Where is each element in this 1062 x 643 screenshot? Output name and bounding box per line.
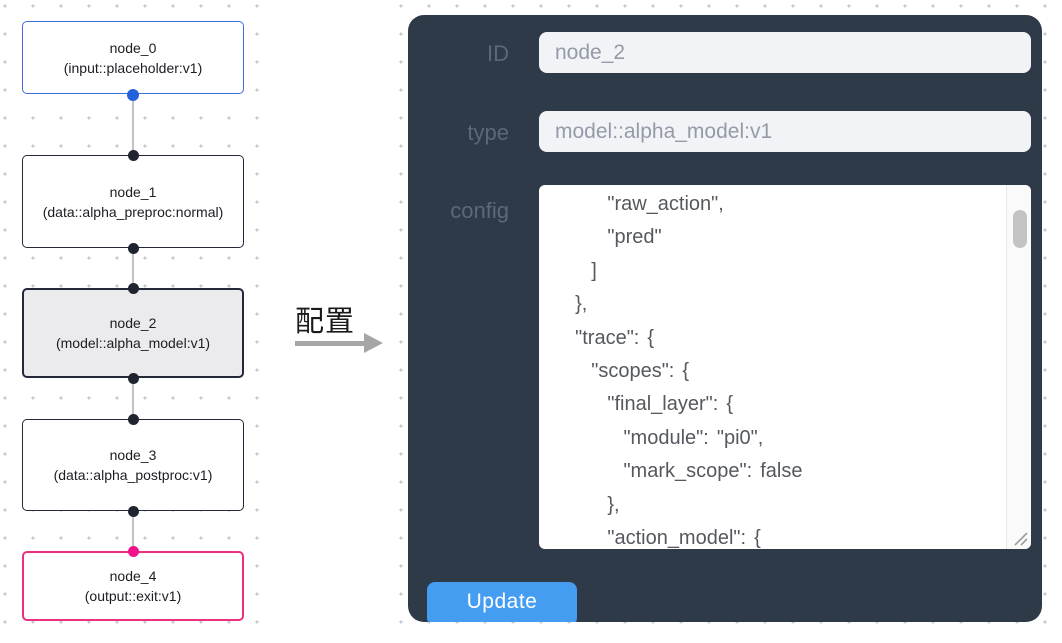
id-input[interactable] [539, 32, 1031, 73]
update-button[interactable]: Update [427, 582, 577, 622]
right-arrow-icon [364, 333, 383, 353]
config-scrollbar-thumb[interactable] [1012, 210, 1027, 248]
node-subtitle: (data::alpha_postproc:v1) [53, 467, 213, 483]
node-subtitle: (output::exit:v1) [84, 588, 182, 604]
flow-canvas[interactable]: node_0 (input::placeholder:v1) node_1 (d… [0, 0, 281, 643]
connection-handle-node4-top[interactable] [127, 545, 139, 557]
config-field-label: config [450, 198, 509, 223]
id-field-label: ID [487, 41, 509, 66]
edge-node1-node2 [132, 248, 134, 288]
edge-node2-node3 [132, 378, 134, 419]
type-input[interactable] [539, 111, 1031, 152]
node-config-panel: ID type config "raw_action", "pred" ] },… [408, 15, 1042, 622]
connection-handle-node3-top[interactable] [127, 413, 139, 425]
flow-node-model-selected[interactable]: node_2 (model::alpha_model:v1) [22, 288, 244, 378]
node-subtitle: (input::placeholder:v1) [63, 59, 203, 76]
connection-handle-node1-top[interactable] [127, 149, 139, 161]
flow-node-preproc[interactable]: node_1 (data::alpha_preproc:normal) [22, 155, 244, 248]
type-field-label: type [467, 120, 509, 145]
configure-annotation-label: 配置 [295, 306, 356, 338]
connection-handle-node1-bottom[interactable] [127, 242, 139, 254]
edge-node0-node1 [132, 94, 134, 155]
flow-node-output[interactable]: node_4 (output::exit:v1) [22, 551, 244, 621]
edge-node3-node4 [132, 511, 134, 551]
node-title: node_1 [109, 183, 157, 200]
node-title: node_4 [109, 568, 157, 584]
config-textarea[interactable]: "raw_action", "pred" ] }, "trace": { "sc… [539, 185, 1031, 549]
right-arrow-shaft [295, 341, 366, 346]
connection-handle-node2-bottom[interactable] [127, 372, 139, 384]
node-subtitle: (model::alpha_model:v1) [55, 335, 211, 351]
connection-handle-node2-top[interactable] [127, 282, 139, 294]
config-json-content: "raw_action", "pred" ] }, "trace": { "sc… [575, 193, 803, 549]
config-scrollbar-track[interactable] [1006, 185, 1031, 549]
node-title: node_0 [109, 39, 157, 56]
node-title: node_2 [109, 315, 157, 331]
flow-node-input[interactable]: node_0 (input::placeholder:v1) [22, 21, 244, 94]
node-title: node_3 [109, 447, 157, 463]
connection-handle-node0-bottom[interactable] [127, 88, 139, 101]
node-subtitle: (data::alpha_preproc:normal) [42, 203, 224, 220]
flow-node-postproc[interactable]: node_3 (data::alpha_postproc:v1) [22, 419, 244, 511]
connection-handle-node3-bottom[interactable] [127, 505, 139, 517]
textarea-resize-handle-icon[interactable] [1011, 529, 1029, 547]
